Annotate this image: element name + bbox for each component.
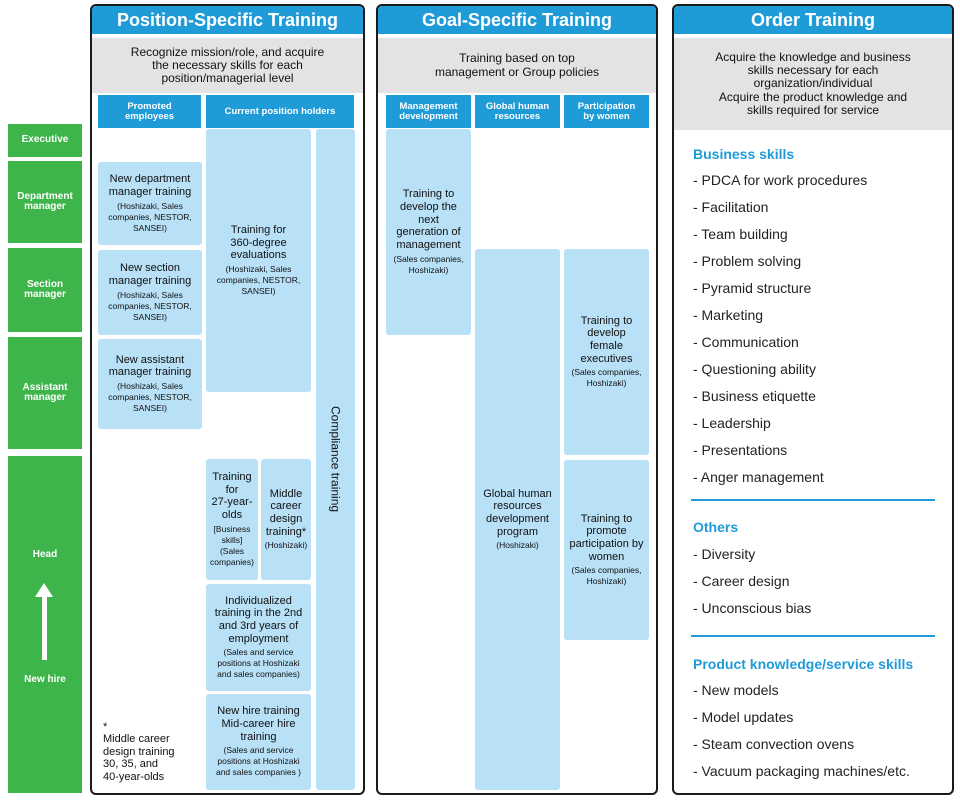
box-individualized-training: Individualized training in the 2nd and 3… — [206, 584, 311, 691]
list-item: - Model updates — [693, 709, 794, 725]
level-new-hire-label: New hire — [24, 674, 66, 685]
box-new-section-manager: New section manager training (Hoshizaki,… — [98, 250, 202, 335]
box-new-hire-training: New hire training Mid-career hire traini… — [206, 694, 311, 790]
level-executive: Executive — [8, 124, 82, 157]
footnote-text: Middle career design training 30, 35, an… — [103, 733, 175, 783]
arrow-shaft — [42, 596, 47, 660]
panel-title: Position-Specific Training — [92, 6, 363, 34]
box-27-year-olds: Training for 27-year- olds [Business ski… — [206, 459, 258, 580]
list-item: - Leadership — [693, 415, 771, 431]
panel-description: Training based on top management or Grou… — [378, 38, 656, 93]
box-compliance: Compliance training — [316, 129, 355, 790]
list-item: - New models — [693, 682, 779, 698]
list-item: - Career design — [693, 573, 790, 589]
column-header-current: Current position holders — [206, 95, 354, 128]
business-skills-title: Business skills — [693, 146, 795, 162]
goal-specific-panel: Goal-Specific Training Training based on… — [376, 4, 658, 795]
box-global-hr: Global human resources development progr… — [475, 249, 560, 790]
box-360-evaluations: Training for 360-degree evaluations (Hos… — [206, 129, 311, 392]
column-header-management: Management development — [386, 95, 471, 128]
column-header-promoted: Promoted employees — [98, 95, 201, 128]
list-item: - Marketing — [693, 307, 764, 323]
list-item: - Vacuum packaging machines/etc. — [693, 763, 910, 779]
position-specific-panel: Position-Specific Training Recognize mis… — [90, 4, 365, 795]
compliance-label: Compliance training — [328, 406, 343, 513]
list-item: - Diversity — [693, 546, 756, 562]
panel-title: Goal-Specific Training — [378, 6, 656, 34]
section-divider — [691, 635, 935, 637]
list-item: - Steam convection ovens — [693, 736, 855, 752]
column-header-global: Global human resources — [475, 95, 560, 128]
list-item: - Communication — [693, 334, 799, 350]
box-next-gen-management: Training to develop the next generation … — [386, 129, 471, 335]
level-section-manager: Section manager — [8, 248, 82, 332]
list-item: - Unconscious bias — [693, 600, 812, 616]
product-skills-title: Product knowledge/service skills — [693, 656, 914, 672]
up-arrow-icon — [35, 583, 53, 597]
column-header-women: Participation by women — [564, 95, 649, 128]
level-assistant-manager: Assistant manager — [8, 337, 82, 449]
box-participation-women: Training to promote participation by wom… — [564, 460, 649, 640]
list-item: - PDCA for work procedures — [693, 172, 868, 188]
order-training-panel: Order Training Acquire the knowledge and… — [672, 4, 954, 795]
box-new-assistant-manager: New assistant manager training (Hoshizak… — [98, 339, 202, 429]
list-item: - Pyramid structure — [693, 280, 812, 296]
panel-description: Acquire the knowledge and business skill… — [674, 38, 952, 130]
level-head-label: Head — [32, 549, 58, 560]
list-item: - Anger management — [693, 469, 824, 485]
section-divider — [691, 499, 935, 501]
box-female-executives: Training to develop female executives (S… — [564, 249, 649, 455]
list-item: - Business etiquette — [693, 388, 816, 404]
list-item: - Presentations — [693, 442, 788, 458]
box-new-dept-manager: New department manager training (Hoshiza… — [98, 162, 202, 245]
footnote-star: * — [103, 721, 108, 733]
others-title: Others — [693, 519, 739, 535]
list-item: - Questioning ability — [693, 361, 816, 377]
list-item: - Facilitation — [693, 199, 769, 215]
panel-title: Order Training — [674, 6, 952, 34]
box-middle-career-design: Middle career design training* (Hoshizak… — [261, 459, 311, 580]
list-item: - Team building — [693, 226, 788, 242]
panel-description: Recognize mission/role, and acquire the … — [92, 38, 363, 93]
level-department-manager: Department manager — [8, 161, 82, 243]
list-item: - Problem solving — [693, 253, 802, 269]
